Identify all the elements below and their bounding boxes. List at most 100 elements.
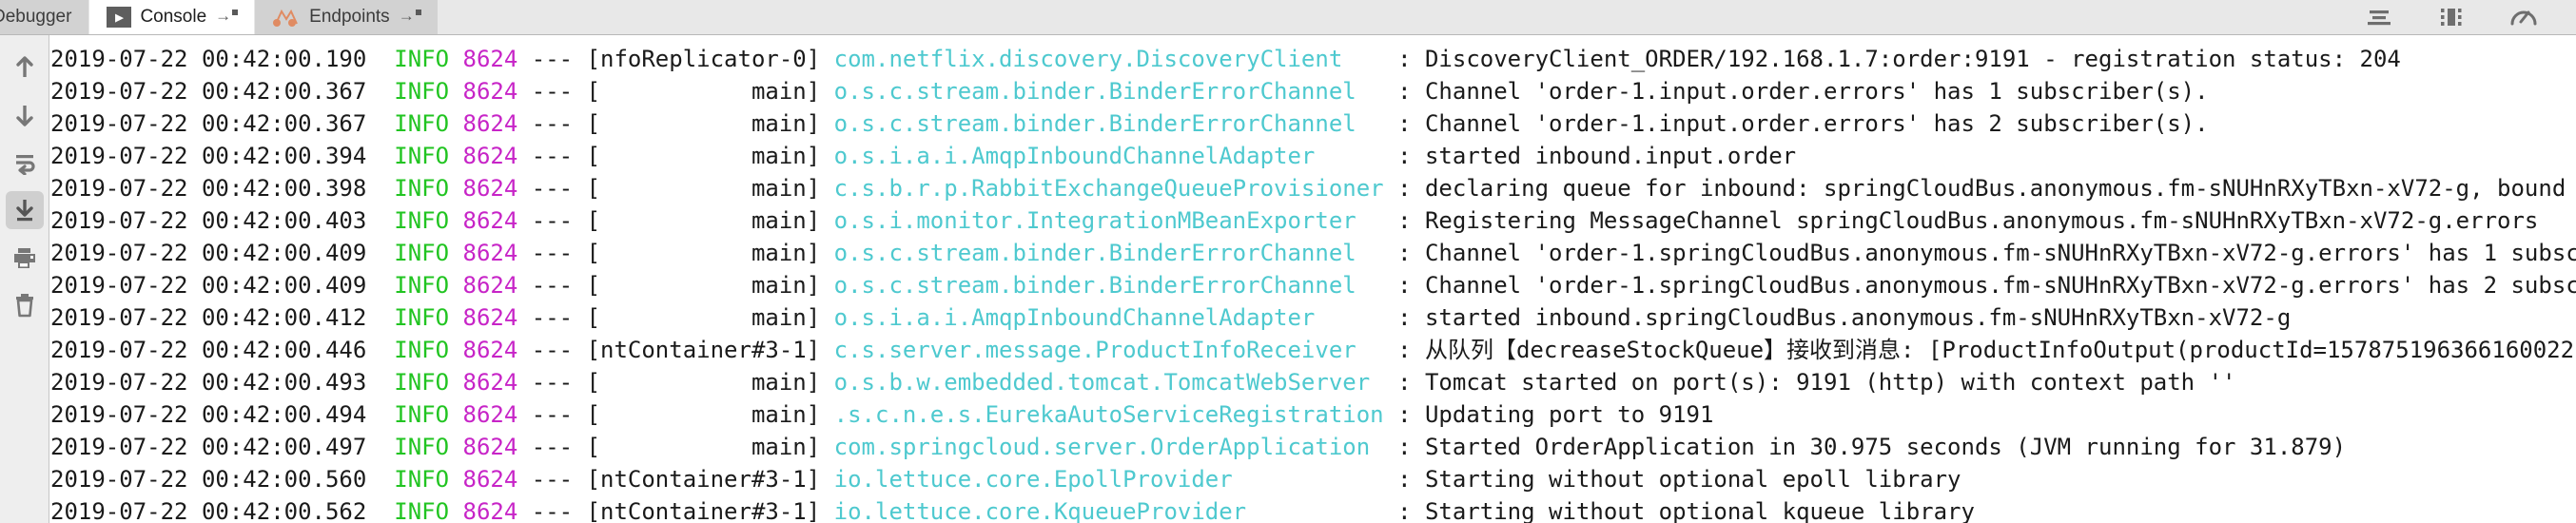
log-line[interactable]: 2019-07-22 00:42:00.398 INFO 8624 --- [ … — [50, 172, 2576, 204]
log-timestamp: 2019-07-22 00:42:00.367 — [50, 78, 367, 105]
log-timestamp: 2019-07-22 00:42:00.409 — [50, 272, 367, 299]
log-logger: io.lettuce.core.KqueueProvider — [833, 498, 1247, 523]
log-thread: [ntContainer#3-1] — [586, 337, 821, 363]
log-level: INFO — [394, 401, 450, 428]
log-pid: 8624 — [462, 78, 518, 105]
log-message: : 从队列【decreaseStockQueue】接收到消息: [Product… — [1397, 337, 2576, 363]
log-line[interactable]: 2019-07-22 00:42:00.409 INFO 8624 --- [ … — [50, 237, 2576, 269]
log-pid: 8624 — [462, 110, 518, 137]
console-icon: ▶ — [107, 7, 132, 28]
log-pid: 8624 — [462, 46, 518, 72]
log-level: INFO — [394, 434, 450, 460]
log-line[interactable]: 2019-07-22 00:42:00.446 INFO 8624 --- [n… — [50, 334, 2576, 366]
log-logger: o.s.c.stream.binder.BinderErrorChannel — [833, 272, 1356, 299]
log-level: INFO — [394, 207, 450, 234]
log-logger: o.s.b.w.embedded.tomcat.TomcatWebServer — [833, 369, 1371, 396]
log-separator: --- — [531, 78, 574, 105]
log-thread: [ main] — [586, 110, 821, 137]
log-timestamp: 2019-07-22 00:42:00.412 — [50, 304, 367, 331]
gauge-icon[interactable] — [2509, 5, 2538, 29]
log-thread: [ main] — [586, 272, 821, 299]
log-thread: [ main] — [586, 207, 821, 234]
log-logger: o.s.i.monitor.IntegrationMBeanExporter — [833, 207, 1356, 234]
log-line[interactable]: 2019-07-22 00:42:00.409 INFO 8624 --- [ … — [50, 269, 2576, 301]
log-separator: --- — [531, 240, 574, 266]
log-line[interactable]: 2019-07-22 00:42:00.494 INFO 8624 --- [ … — [50, 398, 2576, 431]
log-timestamp: 2019-07-22 00:42:00.497 — [50, 434, 367, 460]
log-logger: com.springcloud.server.OrderApplication — [833, 434, 1371, 460]
scroll-to-end-icon[interactable] — [5, 191, 44, 229]
log-logger: c.s.server.message.ProductInfoReceiver — [833, 337, 1356, 363]
log-separator: --- — [531, 207, 574, 234]
log-line[interactable]: 2019-07-22 00:42:00.367 INFO 8624 --- [ … — [50, 75, 2576, 107]
tab-detach-arrow-endpoints[interactable]: → — [399, 7, 421, 26]
log-level: INFO — [394, 304, 450, 331]
log-line[interactable]: 2019-07-22 00:42:00.403 INFO 8624 --- [ … — [50, 204, 2576, 237]
log-logger: .s.c.n.e.s.EurekaAutoServiceRegistration — [833, 401, 1384, 428]
tab-debugger-label: Debugger — [0, 7, 72, 27]
log-timestamp: 2019-07-22 00:42:00.403 — [50, 207, 367, 234]
log-line[interactable]: 2019-07-22 00:42:00.562 INFO 8624 --- [n… — [50, 495, 2576, 523]
scroll-down-icon[interactable] — [6, 96, 44, 134]
log-timestamp: 2019-07-22 00:42:00.409 — [50, 240, 367, 266]
log-timestamp: 2019-07-22 00:42:00.493 — [50, 369, 367, 396]
log-thread: [ main] — [586, 143, 821, 169]
tab-detach-arrow-console[interactable]: → — [215, 7, 239, 26]
log-separator: --- — [531, 498, 574, 523]
log-thread: [ main] — [586, 434, 821, 460]
endpoints-icon — [272, 7, 301, 28]
log-timestamp: 2019-07-22 00:42:00.398 — [50, 175, 367, 202]
tab-debugger[interactable]: Debugger — [0, 0, 90, 34]
log-logger: com.netflix.discovery.DiscoveryClient — [833, 46, 1343, 72]
log-pid: 8624 — [462, 240, 518, 266]
log-level: INFO — [394, 272, 450, 299]
log-timestamp: 2019-07-22 00:42:00.560 — [50, 466, 367, 493]
log-timestamp: 2019-07-22 00:42:00.190 — [50, 46, 367, 72]
log-separator: --- — [531, 46, 574, 72]
log-pid: 8624 — [462, 337, 518, 363]
scroll-up-icon[interactable] — [6, 48, 44, 87]
filter-icon[interactable] — [2365, 5, 2393, 29]
log-line[interactable]: 2019-07-22 00:42:00.493 INFO 8624 --- [ … — [50, 366, 2576, 398]
log-separator: --- — [531, 466, 574, 493]
log-message: : Channel 'order-1.input.order.errors' h… — [1397, 78, 2209, 105]
log-message: : Updating port to 9191 — [1397, 401, 1714, 428]
clear-all-icon[interactable] — [6, 286, 44, 324]
tab-bar-toolbar — [2365, 0, 2576, 34]
log-message: : DiscoveryClient_ORDER/192.168.1.7:orde… — [1397, 46, 2401, 72]
log-line[interactable]: 2019-07-22 00:42:00.560 INFO 8624 --- [n… — [50, 463, 2576, 495]
soft-wrap-icon[interactable] — [6, 144, 44, 182]
log-line[interactable]: 2019-07-22 00:42:00.394 INFO 8624 --- [ … — [50, 140, 2576, 172]
tab-endpoints[interactable]: Endpoints → — [255, 0, 439, 34]
log-message: : started inbound.input.order — [1397, 143, 1797, 169]
log-level: INFO — [394, 175, 450, 202]
log-level: INFO — [394, 498, 450, 523]
layout-columns-icon[interactable] — [2437, 5, 2466, 29]
log-pid: 8624 — [462, 175, 518, 202]
log-pid: 8624 — [462, 434, 518, 460]
log-pid: 8624 — [462, 498, 518, 523]
log-separator: --- — [531, 401, 574, 428]
log-line[interactable]: 2019-07-22 00:42:00.367 INFO 8624 --- [ … — [50, 107, 2576, 140]
print-icon[interactable] — [6, 239, 44, 277]
log-level: INFO — [394, 46, 450, 72]
log-logger: o.s.c.stream.binder.BinderErrorChannel — [833, 78, 1356, 105]
log-separator: --- — [531, 272, 574, 299]
log-level: INFO — [394, 110, 450, 137]
log-thread: [ main] — [586, 78, 821, 105]
log-logger: o.s.c.stream.binder.BinderErrorChannel — [833, 240, 1356, 266]
log-message: : declaring queue for inbound: springClo… — [1397, 175, 2576, 202]
tab-endpoints-label: Endpoints — [309, 7, 390, 27]
tab-console[interactable]: ▶ Console → — [89, 0, 256, 34]
log-logger: io.lettuce.core.EpollProvider — [833, 466, 1233, 493]
log-line[interactable]: 2019-07-22 00:42:00.497 INFO 8624 --- [ … — [50, 431, 2576, 463]
console-output[interactable]: 2019-07-22 00:42:00.190 INFO 8624 --- [n… — [50, 35, 2576, 523]
log-thread: [ntContainer#3-1] — [586, 498, 821, 523]
log-timestamp: 2019-07-22 00:42:00.494 — [50, 401, 367, 428]
log-line[interactable]: 2019-07-22 00:42:00.412 INFO 8624 --- [ … — [50, 301, 2576, 334]
log-message: : Tomcat started on port(s): 9191 (http)… — [1397, 369, 2236, 396]
log-timestamp: 2019-07-22 00:42:00.446 — [50, 337, 367, 363]
log-line[interactable]: 2019-07-22 00:42:00.190 INFO 8624 --- [n… — [50, 43, 2576, 75]
log-pid: 8624 — [462, 207, 518, 234]
log-message: : Starting without optional kqueue libra… — [1397, 498, 1975, 523]
